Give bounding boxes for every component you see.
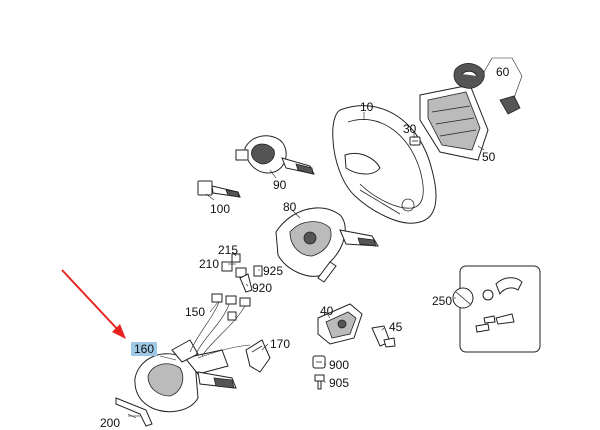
callout-160-highlighted[interactable]: 160 (131, 342, 158, 356)
callout-150[interactable]: 150 (185, 305, 206, 319)
repair-kit-part-250[interactable] (452, 265, 541, 353)
steering-wheel-part-10[interactable] (332, 105, 437, 224)
callout-920[interactable]: 920 (252, 281, 273, 295)
callout-30[interactable]: 30 (403, 122, 417, 136)
callout-40[interactable]: 40 (320, 304, 334, 318)
callout-90[interactable]: 90 (273, 178, 287, 192)
cable-harness-part-150[interactable] (189, 293, 251, 359)
screw-part-925[interactable] (253, 265, 263, 277)
callout-45[interactable]: 45 (389, 320, 403, 334)
callout-170[interactable]: 170 (270, 337, 291, 351)
bracket-part-200[interactable] (115, 397, 153, 427)
callout-905[interactable]: 905 (329, 376, 350, 390)
callout-250[interactable]: 250 (432, 294, 453, 308)
callout-925[interactable]: 925 (263, 264, 284, 278)
connector-part-215[interactable] (231, 253, 241, 263)
indicator-arrow (61, 269, 126, 339)
callout-215[interactable]: 215 (218, 243, 239, 257)
screw-part-905[interactable] (314, 374, 325, 390)
callout-10[interactable]: 10 (360, 100, 374, 114)
callout-60[interactable]: 60 (496, 65, 510, 79)
callout-50[interactable]: 50 (482, 150, 496, 164)
screw-part-920[interactable] (239, 273, 253, 293)
switch-lever-part-100[interactable] (197, 180, 241, 198)
pin-part-45[interactable] (371, 325, 396, 348)
bolt-part-30[interactable] (409, 136, 421, 146)
callout-210[interactable]: 210 (199, 257, 220, 271)
leader-lines (127, 112, 485, 419)
steering-column-jacket-part-160[interactable] (134, 339, 237, 413)
airbag-module-part-50[interactable] (419, 84, 489, 161)
multifunction-buttons-part-60[interactable] (453, 57, 523, 115)
callout-200[interactable]: 200 (100, 416, 121, 430)
callout-100[interactable]: 100 (210, 202, 231, 216)
callout-900[interactable]: 900 (329, 358, 350, 372)
callout-80[interactable]: 80 (283, 200, 297, 214)
steering-lock-part-40[interactable] (317, 303, 363, 345)
screw-part-900[interactable] (312, 355, 326, 369)
combination-switch-part-90[interactable] (235, 135, 315, 175)
clockspring-part-80[interactable] (275, 207, 379, 283)
